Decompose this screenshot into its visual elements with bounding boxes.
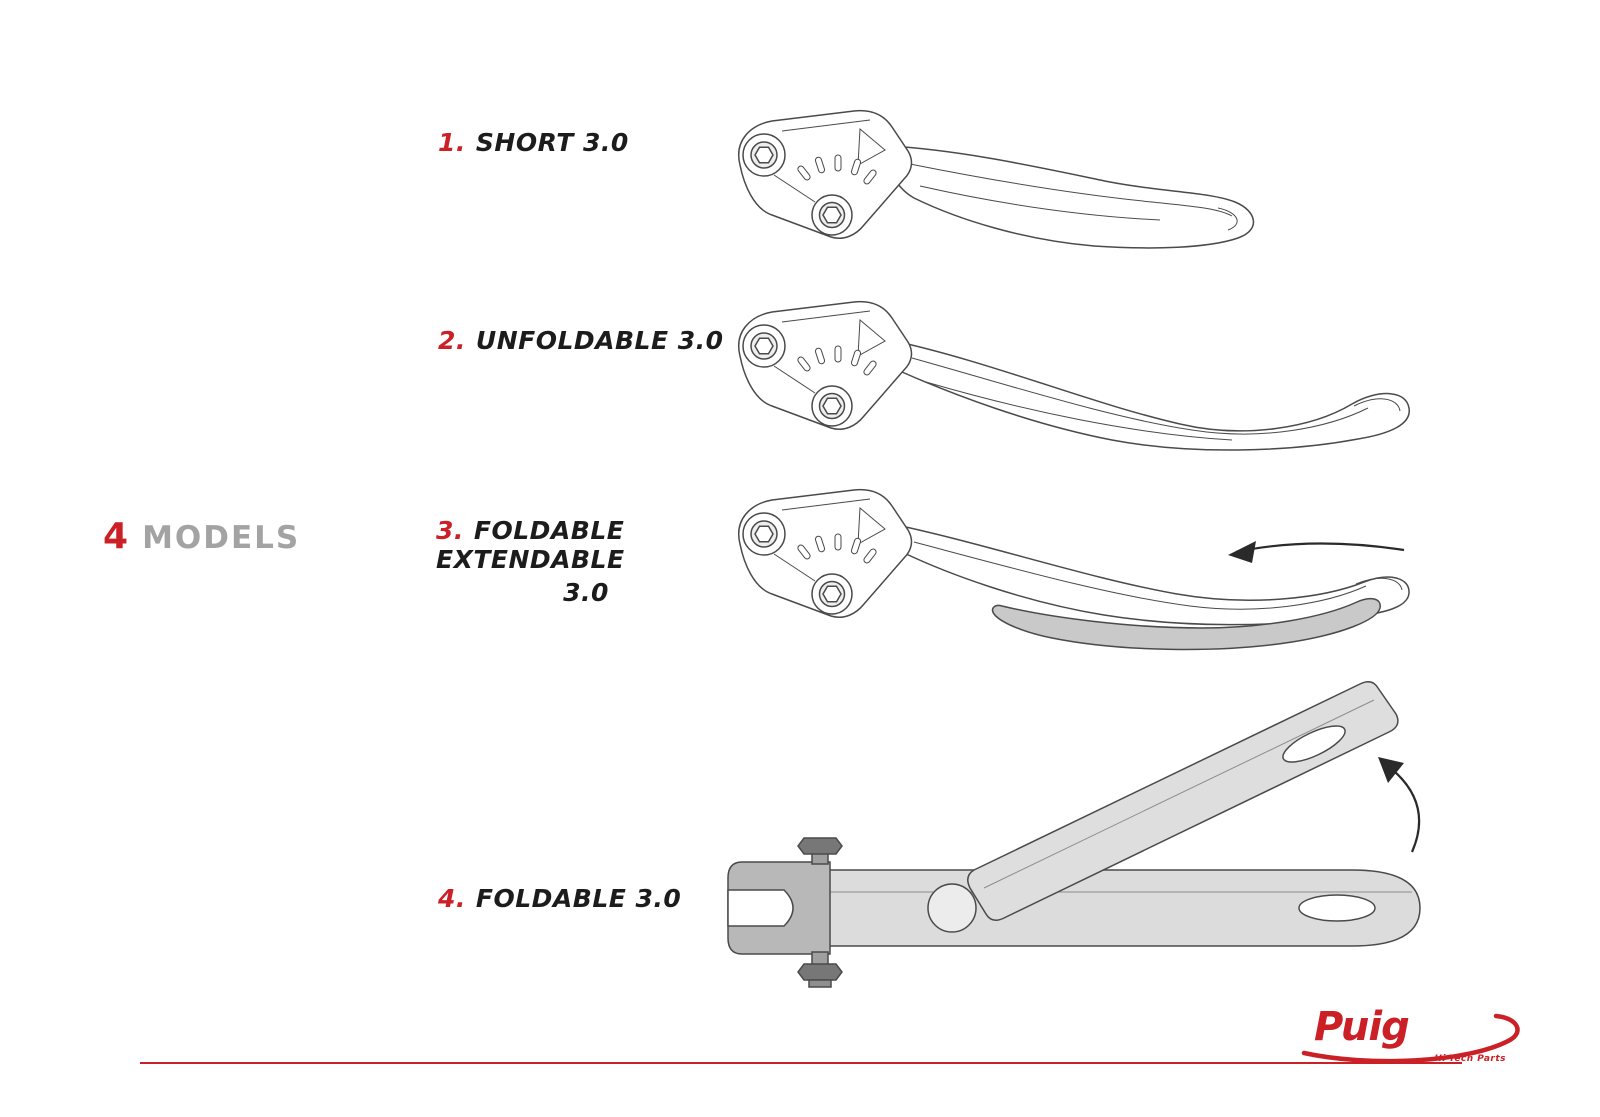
logo-tagline: Hi-Tech Parts xyxy=(1434,1054,1506,1064)
fold-direction-arrow xyxy=(1378,757,1421,853)
models-label: MODELS xyxy=(142,520,301,556)
model-1-number: 1. xyxy=(438,128,466,157)
top-bolt xyxy=(797,837,843,855)
model-4-name: FOLDABLE 3.0 xyxy=(475,884,682,913)
blade-slot xyxy=(1282,725,1346,763)
model-4-number: 4. xyxy=(438,884,466,913)
model-1-label: 1. SHORT 3.0 xyxy=(438,128,629,157)
model-2-number: 2. xyxy=(438,326,466,355)
bottom-bolt xyxy=(797,963,843,981)
model-3-name: FOLDABLE EXTENDABLE xyxy=(436,516,625,574)
extend-direction-arrow xyxy=(1228,541,1405,563)
model-2-label: 2. UNFOLDABLE 3.0 xyxy=(438,326,724,355)
model-3-number: 3. xyxy=(436,516,464,545)
foldable-extendable-lever-illustration xyxy=(738,488,1410,651)
folded-blade xyxy=(967,681,1399,921)
model-3-line1: 3.FOLDABLE EXTENDABLE xyxy=(436,516,736,574)
short-lever-illustration xyxy=(738,109,1255,249)
models-heading: 4 MODELS xyxy=(103,516,300,557)
unfoldable-lever-illustration xyxy=(738,300,1410,451)
puig-logo: Puig Hi-Tech Parts xyxy=(1298,1004,1536,1068)
model-3-line2: 3.0 xyxy=(563,578,609,607)
fold-pivot xyxy=(927,883,977,933)
model-4-label: 4. FOLDABLE 3.0 xyxy=(438,884,681,913)
logo-brand: Puig xyxy=(1314,1004,1410,1050)
models-count: 4 xyxy=(103,516,129,557)
extendable-section-shading xyxy=(991,597,1381,651)
logo-swoosh xyxy=(1301,1013,1520,1064)
body-slot xyxy=(1298,894,1376,922)
model-3-label: 3.FOLDABLE EXTENDABLE 3.0 xyxy=(436,516,736,607)
footer-divider xyxy=(140,1062,1462,1064)
model-1-name: SHORT 3.0 xyxy=(475,128,629,157)
foldable-lever-illustration xyxy=(727,681,1421,988)
model-2-name: UNFOLDABLE 3.0 xyxy=(475,326,724,355)
